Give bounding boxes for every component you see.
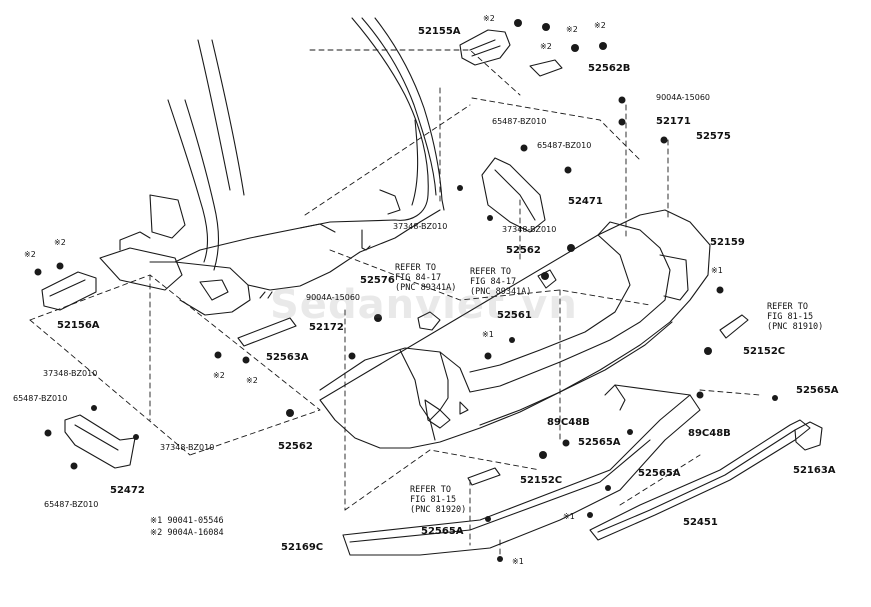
ref-line: FIG 84-17 — [395, 273, 442, 283]
label-52172[interactable]: 52172 — [309, 322, 344, 333]
label-52152C-right[interactable]: 52152C — [743, 346, 786, 357]
corner-cap-52163A — [794, 421, 823, 451]
label-52152C-mid[interactable]: 52152C — [520, 475, 563, 486]
mark-2-f: ※2 — [54, 238, 66, 247]
bracket-52471 — [481, 157, 546, 233]
label-52156A[interactable]: 52156A — [57, 320, 100, 331]
mark-2-b: ※2 — [566, 25, 578, 34]
ref-line: FIG 81-15 — [767, 312, 814, 322]
sensor-holder-b — [537, 269, 557, 289]
legend: ※1 90041-05546 ※2 9004A-16084 — [150, 515, 224, 539]
label-52561[interactable]: 52561 — [497, 310, 532, 321]
label-52171[interactable]: 52171 — [656, 116, 691, 127]
mark-2-h: ※2 — [246, 376, 258, 385]
ref-fig-81-15-right[interactable]: REFER TO FIG 81-15 (PNC 81910) — [767, 302, 823, 332]
ref-fig-84-17-b[interactable]: REFER TO FIG 84-17 (PNC 89341A) — [470, 267, 531, 297]
label-9004A-15060-top[interactable]: 9004A-15060 — [656, 93, 710, 102]
sensor-holder-a — [417, 311, 441, 331]
label-52563A[interactable]: 52563A — [266, 352, 309, 363]
reflector-right — [719, 314, 749, 339]
label-52576[interactable]: 52576 — [360, 275, 395, 286]
label-52562B[interactable]: 52562B — [588, 63, 631, 74]
mark-1-a: ※1 — [482, 330, 494, 339]
ref-line: FIG 81-15 — [410, 495, 457, 505]
label-52169C[interactable]: 52169C — [281, 542, 324, 553]
mark-1-d: ※1 — [512, 557, 524, 566]
ref-line: (PNC 81910) — [767, 322, 824, 332]
label-52565A-bottom[interactable]: 52565A — [421, 526, 464, 537]
label-89C48B-a[interactable]: 89C48B — [547, 417, 590, 428]
label-89C48B-b[interactable]: 89C48B — [688, 428, 731, 439]
label-52471[interactable]: 52471 — [568, 196, 603, 207]
ref-fig-84-17-a[interactable]: REFER TO FIG 84-17 (PNC 89341A) — [395, 263, 456, 293]
ref-line: FIG 84-17 — [470, 277, 517, 287]
label-37348-left[interactable]: 37348-BZ010 — [43, 369, 98, 378]
ref-line: (PNC 89341A) — [470, 287, 532, 297]
ref-line: REFER TO — [410, 485, 451, 495]
mark-2-g: ※2 — [213, 371, 225, 380]
mark-1-b: ※1 — [711, 266, 723, 275]
label-52562-left[interactable]: 52562 — [278, 441, 313, 452]
label-65487-b[interactable]: 65487-BZ010 — [537, 141, 592, 150]
bracket-52155A — [459, 29, 511, 66]
legend-line-1: ※1 90041-05546 — [150, 516, 224, 526]
label-65487-a[interactable]: 65487-BZ010 — [492, 117, 547, 126]
fasteners — [34, 19, 778, 562]
legend-line-2: ※2 9004A-16084 — [150, 528, 224, 538]
mark-2-d: ※2 — [540, 42, 552, 51]
lower-garnish-52169C — [342, 384, 701, 556]
reflector-lower — [467, 467, 501, 486]
body-structure — [99, 17, 445, 316]
label-37348-left2[interactable]: 37348-BZ010 — [160, 443, 215, 452]
label-65487-left2[interactable]: 65487-BZ010 — [44, 500, 99, 509]
label-52565A-mid[interactable]: 52565A — [578, 437, 621, 448]
part-52562B — [529, 59, 563, 77]
label-52562-mid[interactable]: 52562 — [506, 245, 541, 256]
ref-fig-81-15-bottom[interactable]: REFER TO FIG 81-15 (PNC 81920) — [410, 485, 466, 515]
ref-line: REFER TO — [470, 267, 511, 277]
ref-line: REFER TO — [395, 263, 436, 273]
strip-52563A — [237, 317, 297, 347]
reference-dashed-lines — [29, 49, 761, 561]
retainer-52156A — [41, 271, 97, 311]
label-9004A-15060-mid[interactable]: 9004A-15060 — [306, 293, 360, 302]
label-37348-b[interactable]: 37348-BZ010 — [502, 225, 557, 234]
bumper-cover-52159 — [319, 209, 711, 449]
mark-1-c: ※1 — [563, 512, 575, 521]
label-52155A[interactable]: 52155A — [418, 26, 461, 37]
label-52159[interactable]: 52159 — [710, 237, 745, 248]
label-52163A[interactable]: 52163A — [793, 465, 836, 476]
mark-2-a: ※2 — [483, 14, 495, 23]
label-52472[interactable]: 52472 — [110, 485, 145, 496]
label-65487-left[interactable]: 65487-BZ010 — [13, 394, 68, 403]
watermark: Sedanviet.vn — [270, 282, 578, 328]
label-52575[interactable]: 52575 — [696, 131, 731, 142]
label-52451[interactable]: 52451 — [683, 517, 718, 528]
side-garnish-52451 — [589, 419, 811, 541]
ref-line: (PNC 81920) — [410, 505, 467, 515]
mark-2-e: ※2 — [24, 250, 36, 259]
ref-line: (PNC 89341A) — [395, 283, 457, 293]
mark-2-c: ※2 — [594, 21, 606, 30]
label-52565A-low[interactable]: 52565A — [638, 468, 681, 479]
ref-line: REFER TO — [767, 302, 808, 312]
label-37348-a[interactable]: 37348-BZ010 — [393, 222, 448, 231]
bracket-52472 — [64, 414, 136, 469]
label-52565A-right[interactable]: 52565A — [796, 385, 839, 396]
